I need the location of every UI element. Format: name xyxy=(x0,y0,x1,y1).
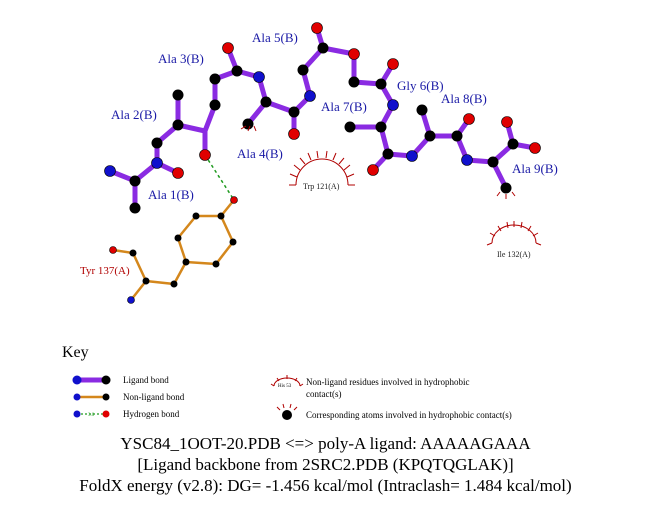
key-title: Key xyxy=(62,344,89,361)
label-gly6: Gly 6(B) xyxy=(397,78,444,93)
key-hydrophobic-residues-label: Non-ligand residues involved in hydropho… xyxy=(306,377,469,387)
hydrophobic-contacts xyxy=(240,125,542,246)
ala9-hydrophobic-atom xyxy=(496,191,516,199)
hydrogen-bond xyxy=(204,154,235,201)
nonligand-bonds xyxy=(111,198,236,302)
label-ala2: Ala 2(B) xyxy=(111,107,157,122)
label-ala7: Ala 7(B) xyxy=(321,99,367,114)
label-ala1: Ala 1(B) xyxy=(148,187,194,202)
key-hydrophobic-atoms-label: Corresponding atoms involved in hydropho… xyxy=(306,410,512,420)
key-nonligand-bond-label: Non-ligand bond xyxy=(123,392,185,402)
label-ala9: Ala 9(B) xyxy=(512,161,558,176)
label-ala3: Ala 3(B) xyxy=(158,51,204,66)
trp121-hydrophobic-arc xyxy=(289,150,355,186)
key-hydrophobic-residues-label-2: contact(s) xyxy=(306,389,341,399)
key-hydrogen-bond-label: Hydrogen bond xyxy=(123,409,180,419)
label-ala8: Ala 8(B) xyxy=(441,91,487,106)
ile132-hydrophobic-arc xyxy=(486,221,542,246)
key-carbon-atom xyxy=(101,375,111,385)
key-example-residue: His 53 xyxy=(278,384,292,389)
key-hbond-distance: 3.0 xyxy=(88,413,95,418)
label-ala4: Ala 4(B) xyxy=(237,146,283,161)
key-nitrogen-atom-2 xyxy=(73,393,81,401)
key-hydrophobic-arc xyxy=(270,375,304,387)
label-trp121: Trp 121(A) xyxy=(303,182,340,191)
footer-line-2: [Ligand backbone from 2SRC2.PDB (KPQTQGL… xyxy=(137,455,514,474)
key-hydrophobic-atom-spokes xyxy=(276,403,298,411)
label-ala5: Ala 5(B) xyxy=(252,30,298,45)
key-ligand-bond-label: Ligand bond xyxy=(123,375,169,385)
key-carbon-atom-2 xyxy=(102,393,110,401)
label-tyr137: Tyr 137(A) xyxy=(80,265,130,277)
footer-line-3: FoldX energy (v2.8): DG= -1.456 kcal/mol… xyxy=(79,476,572,495)
ala4-hydrophobic-atom xyxy=(240,125,257,132)
key: Key Ligand bond Non-ligand bond 3.0 Hydr… xyxy=(62,344,512,420)
footer-line-1: YSC84_1OOT-20.PDB <=> poly-A ligand: AAA… xyxy=(120,434,531,453)
key-oxygen-atom xyxy=(102,410,110,418)
key-nitrogen-atom-3 xyxy=(73,410,81,418)
key-hydrophobic-atom xyxy=(282,410,292,420)
atoms xyxy=(104,22,541,304)
key-nitrogen-atom xyxy=(72,375,82,385)
label-ile132: Ile 132(A) xyxy=(497,250,531,259)
